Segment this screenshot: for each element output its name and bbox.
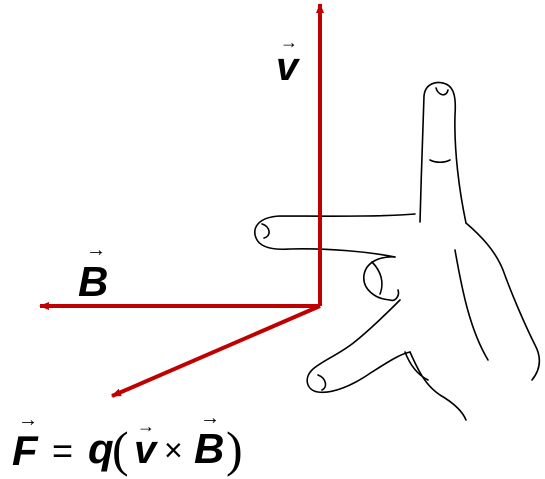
equation-B-overarrow: → (200, 407, 220, 429)
palm-crease (454, 249, 489, 361)
magnetic-field-overarrow: → (86, 239, 106, 261)
velocity-label: v (276, 45, 301, 89)
middle-finger (254, 213, 416, 258)
palm-outline (465, 222, 541, 381)
equation-F-overarrow: → (18, 409, 38, 431)
thumb (306, 299, 411, 394)
thumb-crease (404, 351, 429, 381)
lorentz-force-equation: F → = q ( v → × B → ) (12, 407, 243, 477)
finger-fold-line (371, 261, 383, 295)
index-fingernail (435, 87, 449, 96)
right-hand-illustration (254, 81, 541, 421)
equation-v-overarrow: → (137, 416, 155, 436)
equation-v: v (134, 428, 159, 472)
equation-equals: = (52, 430, 73, 471)
equation-F: F (12, 427, 39, 474)
equation-open-paren: ( (112, 421, 129, 477)
force-vector-arrow (111, 304, 321, 398)
index-finger (419, 81, 467, 224)
equation-B: B (194, 425, 224, 472)
equation-close-paren: ) (226, 421, 243, 477)
middle-fingernail (261, 223, 270, 239)
wrist-outline (409, 351, 467, 421)
velocity-overarrow: → (280, 32, 298, 52)
index-crease (429, 159, 451, 164)
thumbnail (317, 374, 327, 391)
magnetic-field-label: B (78, 258, 108, 305)
equation-times: × (164, 432, 183, 468)
equation-q: q (88, 425, 114, 472)
folded-fingers (363, 256, 400, 302)
